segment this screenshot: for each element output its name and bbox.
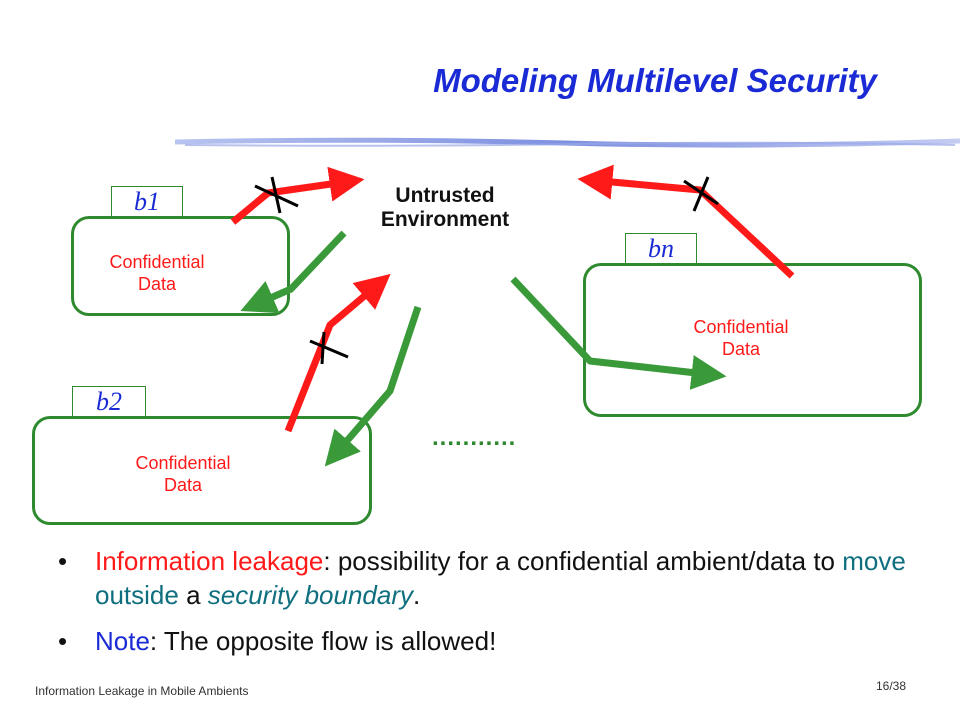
boundary-b1-tag: b1 [111,186,183,217]
b2-block-cross-icon-stroke [320,331,326,365]
boundary-b1-content: Confidential Data [109,252,205,294]
highlight-security-boundary: security boundary [207,580,413,610]
term-note: Note [95,626,150,656]
bn-allowed-inflow-arrow [510,276,727,390]
bullet-list: • Information leakage: possibility for a… [58,544,918,670]
bullet-note: • Note: The opposite flow is allowed! [58,624,918,658]
slide-title: Modeling Multilevel Security [433,62,877,99]
title-underline-decoration [175,137,960,148]
b2-block-cross-icon [309,339,349,359]
bullet-information-leakage: • Information leakage: possibility for a… [58,544,918,612]
bullet-text: : The opposite flow is allowed! [149,626,497,656]
more-boundaries-ellipsis: ........... [432,424,517,451]
bullet-text: a [178,580,208,610]
highlight-move-outside: move outside [95,546,906,610]
boundary-bn: Confidential Data [583,263,922,417]
b1-blocked-outflow-arrow [230,166,365,225]
boundary-b2: Confidential Data [32,416,372,525]
b1-allowed-inflow-arrow [240,230,347,314]
boundary-b2-tag: b2 [72,386,146,417]
b2-allowed-inflow-arrow [324,305,422,467]
boundary-b2-content: Confidential Data [135,453,231,495]
bullet-text: . [413,580,421,610]
bn-blocked-outflow-arrow [577,164,795,279]
footer-title: Information Leakage in Mobile Ambients [35,684,249,698]
bullet-marker: • [58,546,68,576]
boundary-bn-tag: bn [625,233,697,264]
page-number: 16/38 [876,679,907,693]
b2-blocked-outflow-arrow [284,273,391,433]
untrusted-environment-label: Untrusted Environment [380,184,510,231]
b1-block-cross-icon-stroke [270,176,282,214]
bn-block-cross-icon-stroke [692,176,710,212]
term-information-leakage: Information leakage [95,546,324,576]
bullet-text: : possibility for a confidential ambient… [323,546,843,576]
boundary-bn-content: Confidential Data [693,317,789,359]
bullet-marker: • [58,626,68,656]
